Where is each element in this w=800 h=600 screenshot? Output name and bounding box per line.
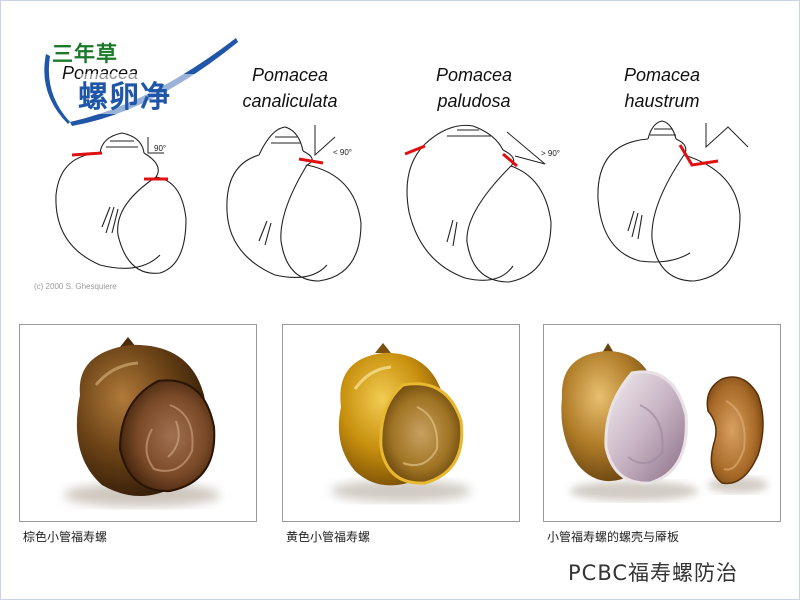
body-whorl [55, 152, 161, 269]
species-4-epithet: haustrum [624, 91, 700, 111]
species-label-3: Pomacea paludosa [384, 62, 564, 114]
logo-top-text: 三年草 [52, 42, 118, 66]
yellow-shell-image [331, 343, 471, 502]
photo-caption-3: 小管福寿螺的螺壳与厣板 [547, 530, 680, 544]
brown-shell-image [64, 337, 220, 507]
species-2-epithet: canaliculata [242, 91, 338, 111]
species-label-2: Pomacea canaliculata [200, 62, 380, 114]
shell-operculum-image [561, 343, 768, 501]
shell-drawing-3: > 90° [404, 124, 560, 283]
species-3-epithet: paludosa [437, 91, 511, 111]
angle-label-2: < 90° [333, 148, 352, 157]
species-label-4: Pomacea haustrum [572, 62, 752, 114]
photo-brown-shell [19, 324, 257, 522]
species-4-genus: Pomacea [623, 65, 701, 85]
logo: 三年草 螺卵净 [40, 34, 240, 126]
photo-yellow-shell [282, 324, 520, 522]
brand-text: PCBC福寿螺防治 [568, 561, 739, 585]
photo-shell-operculum [543, 324, 781, 522]
aperture [117, 152, 187, 274]
logo-swoosh [44, 38, 238, 126]
photo-caption-2: 黄色小管福寿螺 [286, 530, 371, 544]
angle-label-3: > 90° [541, 149, 560, 158]
shell-drawing-1: 90° [55, 132, 187, 274]
species-2-genus: Pomacea [251, 65, 329, 85]
copyright: (c) 2000 S. Ghesquiere [34, 282, 117, 291]
spire [99, 132, 145, 154]
species-3-genus: Pomacea [435, 65, 513, 85]
shell-drawing-2: < 90° [226, 125, 362, 282]
angle-label-1: 90° [154, 144, 166, 153]
logo-main-text: 螺卵净 [78, 80, 171, 115]
photo-caption-1: 棕色小管福寿螺 [23, 530, 108, 544]
shell-drawing-4 [597, 120, 749, 282]
